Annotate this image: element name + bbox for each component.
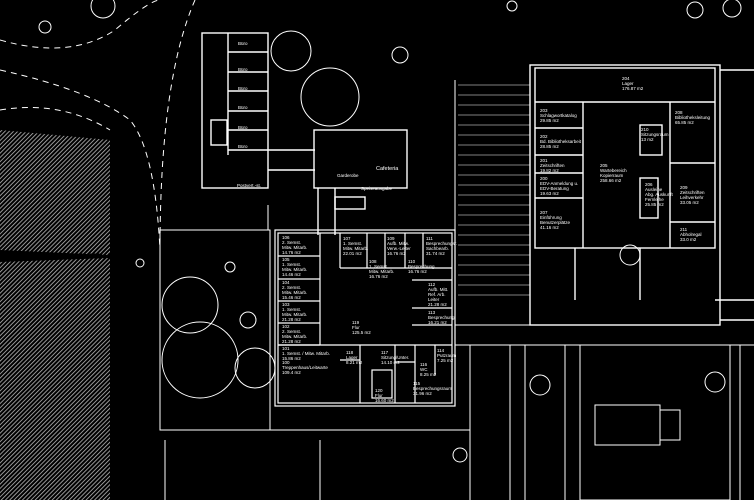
room-label: 201 Zeitschriften 19.82 m2 xyxy=(540,158,565,173)
room-label: 113 Besprechung 16.21 m2 xyxy=(428,310,455,325)
room-label: 208 Bibliotheksleitung 65.85 m2 xyxy=(675,110,711,125)
room-label: 205 Wartebereich Kopierraum 258.66 m2 xyxy=(600,163,627,183)
room-label: 114 Putzraum 7.25 m2 xyxy=(437,348,457,363)
room-label: 120 Flur 16.60 m2 xyxy=(375,388,394,403)
room-label: 206 Ausleihe Abg. Auskunft Fernleihe 25.… xyxy=(645,182,673,207)
room-label: 207 Einführung Benutzerplätze 41.16 m2 xyxy=(540,210,571,230)
room-label: 106 2. Semst. Mitw. Mitarb. 14.76 m2 xyxy=(282,235,308,255)
room-label: 107 1. Semst. Mitw. Mitarb. 22.01 m2 xyxy=(343,236,369,256)
room-label: 105 1. Semst. Mitw. Mitarb. 14.46 m2 xyxy=(282,257,308,277)
room-label: 104 2. Semst. Mitw. Mitarb. 15.46 m2 xyxy=(282,280,308,300)
roads xyxy=(0,0,196,251)
room-label-speiseausgabe: Speiseausgabe xyxy=(361,186,393,191)
room-label: 112 Aufb. Mitt. Ref. Arb. Leiter 21.28 m… xyxy=(428,282,449,307)
room-label: 203 Schlagwortkatalog 29.85 m2 xyxy=(540,108,577,123)
room-label-cafeteria: Cafeteria xyxy=(376,166,399,172)
room-label: 202 Bd. Bibliotheksarbeit 28.85 m2 xyxy=(540,134,582,149)
north-wing-walls xyxy=(201,32,408,235)
room-label-post: Postvert.-st. xyxy=(237,183,262,188)
room-label: 102 2. Semst. Mitw. Mitarb. 21.28 m2 xyxy=(282,324,308,344)
room-label: 117 Sitzung/Unter. 14.10 m2 xyxy=(381,350,410,365)
hatched-building xyxy=(0,130,110,500)
room-label-buero-5: Büro xyxy=(238,125,248,130)
room-label-buero-4: Büro xyxy=(238,105,248,110)
site-lines xyxy=(159,80,754,500)
room-label: 111 Besprechungsr. Sachbearb. 31.74 m2 xyxy=(426,236,458,256)
room-label-buero-2: Büro xyxy=(238,67,248,72)
room-label: 103 1. Semst. Mitw. Mitarb. 21.28 m2 xyxy=(282,302,308,322)
room-label: 209 Zeitschriften Leihverkehr 33.05 m2 xyxy=(680,185,705,205)
room-label: 204 Lager 176.87 m2 xyxy=(622,76,644,91)
room-label-buero-1: Büro xyxy=(238,41,248,46)
room-label: 200 EDV-Anmeldung u. EDV-Beratung 19.63 … xyxy=(540,176,579,196)
east-wing-walls xyxy=(529,64,754,326)
room-label: 116 WC 8.25 m2 xyxy=(420,362,437,377)
room-label: 108 1. Semst. Mitw. Mitarb. 16.76 m2 xyxy=(369,259,395,279)
room-label: 101 1. Semst. / Mitw. Mitarb. 15.86 m2 xyxy=(282,346,331,361)
ramp-steps xyxy=(458,84,530,296)
room-label: 115 Besprechungsraum 31.96 m2 xyxy=(413,381,453,396)
room-label: 211 Abholregal 33.0 m2 xyxy=(680,227,702,242)
room-label: 109 Aufb. Mitw. Verw.-Leiter 16.76 m2 xyxy=(387,236,411,256)
room-label-garderobe: Garderobe xyxy=(337,173,359,178)
room-label: 100 Treppenhaus/Leitwarte 109.4 m2 xyxy=(282,360,328,375)
room-label: 110 Besprechung 16.76 m2 xyxy=(408,259,435,274)
room-label-buero-6: Büro xyxy=(238,144,248,149)
room-label: 210 Sitzungsraum 13 m2 xyxy=(641,127,669,142)
trees xyxy=(38,0,742,463)
south-east-structure xyxy=(469,344,741,500)
room-label-buero-3: Büro xyxy=(238,86,248,91)
room-label-flur: 119 Flur 125.5 m2 xyxy=(352,320,371,335)
room-label: 118 Lager 8.21 m2 xyxy=(346,350,363,365)
